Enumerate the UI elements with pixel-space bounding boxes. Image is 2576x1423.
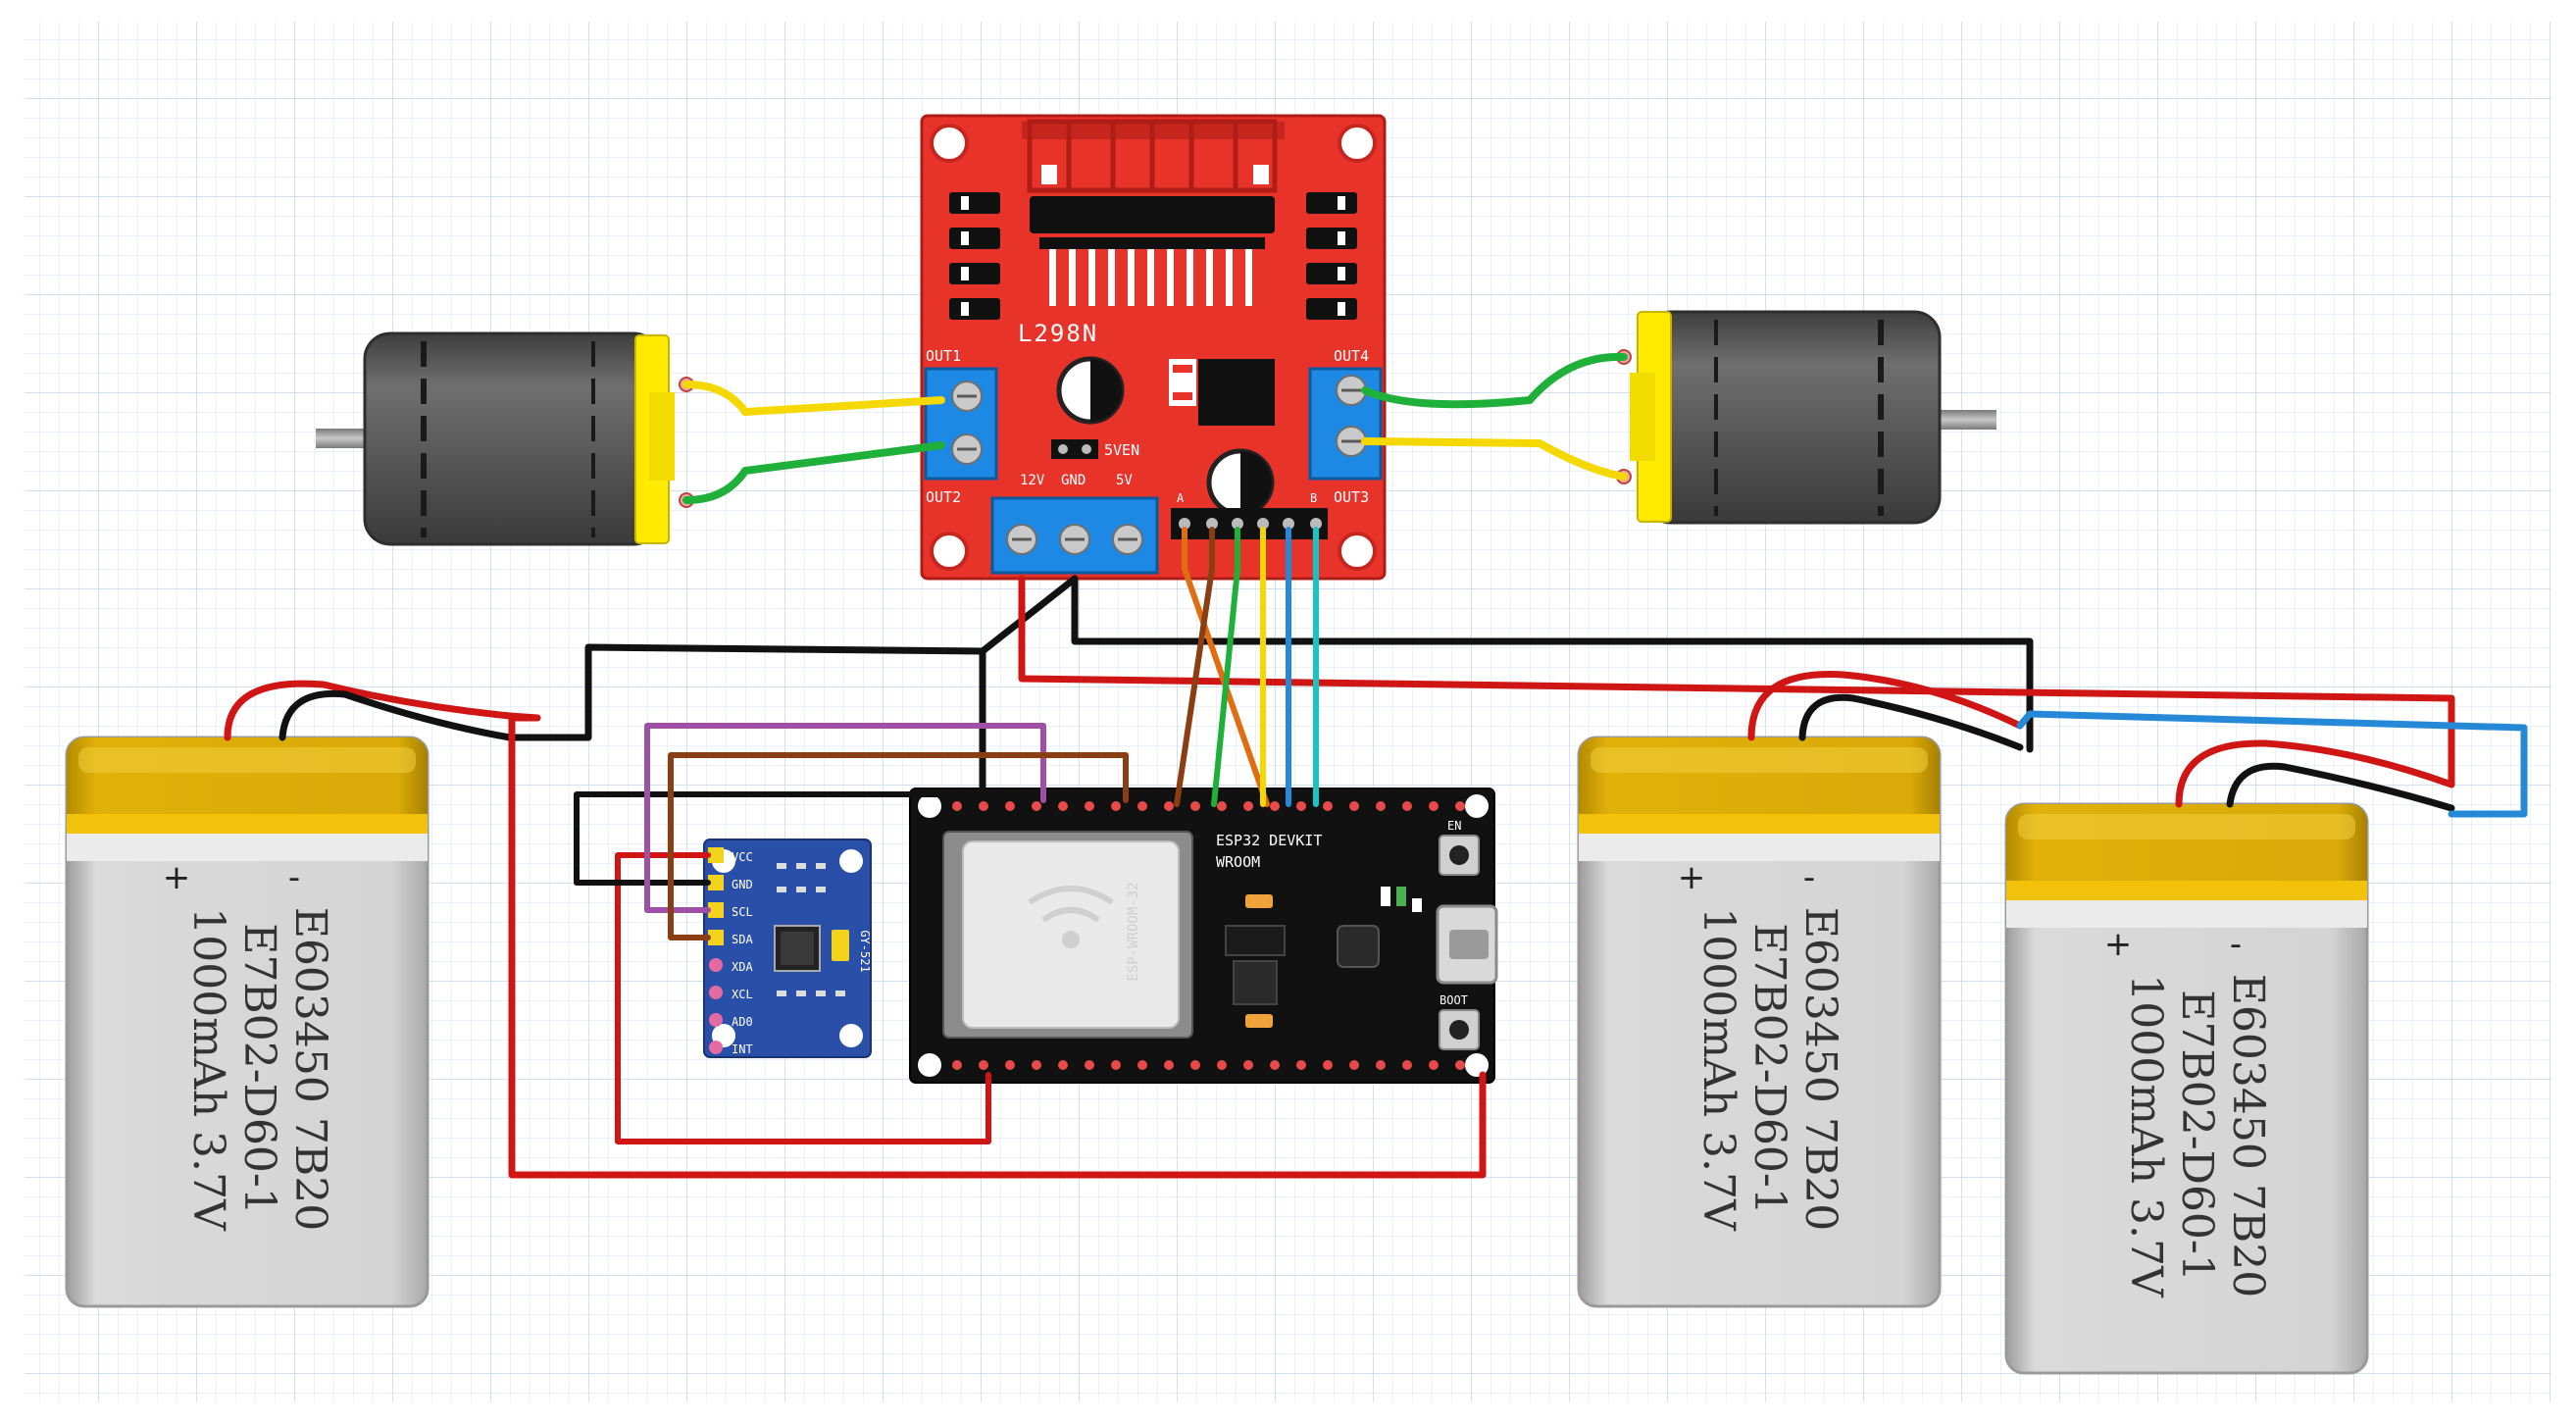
esp32-board-label-2: WROOM: [1216, 853, 1260, 871]
battery-3-label-2: E7B02-D60-1: [2172, 990, 2222, 1281]
battery-2: + - E603450 7B20 E7B02-D60-1 1000mAh 3.7…: [1577, 736, 1942, 1308]
battery-2-label-1: E603450 7B20: [1795, 907, 1845, 1231]
imu-pin-scl: SCL: [732, 905, 753, 919]
imu-pin-xda: XDA: [732, 960, 753, 974]
driver-terminal-out1-out2: [924, 367, 998, 481]
wire-black-imu-gnd: [574, 791, 985, 886]
battery-1-label-1: E603450 7B20: [285, 907, 335, 1231]
wifi-icon: [1028, 886, 1114, 948]
battery-1: + - E603450 7B20 E7B02-D60-1 1000mAh 3.7…: [65, 736, 429, 1308]
wire-purple-imu-scl: [644, 723, 1046, 913]
battery-3-label-1: E603450 7B20: [2223, 974, 2273, 1297]
battery-1-label-3: 1000mAh 3.7V: [183, 907, 233, 1232]
battery-2-red-lead: [1747, 671, 2024, 741]
driver-gnd-label: GND: [1061, 473, 1086, 488]
esp32-boot-button: [1439, 1009, 1480, 1050]
wire-blue-series-link: [2016, 710, 2528, 818]
wire-brown-imu-sda: [668, 752, 1129, 940]
l298n-driver: L298N OUT1 OUT2 OUT4 OUT3 5VEN 12V GND 5…: [920, 114, 1387, 581]
driver-5v-label: 5V: [1116, 473, 1133, 488]
driver-heatsink: [1022, 119, 1285, 306]
imu-gy521: VCC GND SCL SDA XDA XCL AD0 INT GY-521: [703, 839, 872, 1058]
wire-red-12v-batteries: [1018, 575, 2455, 788]
right-motor-shaft: [1930, 410, 1996, 430]
driver-out4-label: OUT4: [1334, 347, 1369, 365]
wire-black-battery1-driver: [533, 575, 1079, 741]
battery-3-minus: -: [2230, 925, 2242, 964]
imu-pin-int: INT: [732, 1042, 753, 1056]
driver-12v-label: 12V: [1020, 473, 1045, 488]
left-motor: [316, 331, 694, 546]
imu-board-label: GY-521: [858, 930, 872, 972]
driver-out3-label: OUT3: [1334, 488, 1369, 506]
right-motor-wires: [1361, 352, 1628, 481]
battery-1-label-2: E7B02-D60-1: [234, 923, 284, 1214]
usb-port-icon: [1436, 904, 1498, 985]
battery-1-black-lead: [278, 689, 541, 741]
driver-terminal-power: [990, 496, 1159, 575]
battery-3-plus: +: [2104, 925, 2133, 964]
driver-ena-label: A: [1177, 491, 1185, 505]
driver-out1-label: OUT1: [926, 347, 961, 365]
battery-2-black-lead: [1798, 693, 2024, 751]
left-motor-wires: [682, 381, 945, 504]
esp32-boot-label: BOOT: [1440, 993, 1468, 1007]
esp32-board-label-1: ESP32 DEVKIT: [1216, 832, 1322, 849]
driver-enb-label: B: [1310, 491, 1317, 505]
driver-input-header: [1171, 508, 1328, 539]
esp32-en-button: [1439, 835, 1480, 876]
driver-terminal-out3-out4: [1308, 367, 1383, 481]
right-motor: [1616, 310, 1996, 525]
imu-pins: [708, 847, 724, 945]
battery-1-plus: +: [163, 858, 191, 897]
battery-3-label-3: 1000mAh 3.7V: [2121, 974, 2171, 1298]
wire-red-battery1-esp32: [508, 714, 1487, 1179]
esp32-module-label: ESP-WROOM-32: [1126, 882, 1141, 981]
esp32-devkit: ESP-WROOM-32 ESP32 DEVKIT WROOM EN BOOT: [909, 788, 1498, 1084]
battery-1-red-lead: [224, 680, 541, 741]
imu-pin-xcl: XCL: [732, 988, 753, 1001]
battery-2-label-2: E7B02-D60-1: [1744, 923, 1794, 1214]
driver-input-wires: [1174, 527, 1319, 807]
battery-1-minus: -: [288, 858, 300, 897]
battery-2-minus: -: [1803, 858, 1815, 897]
battery-3: + - E603450 7B20 E7B02-D60-1 1000mAh 3.7…: [2004, 802, 2369, 1375]
driver-chip-label: L298N: [1018, 320, 1098, 347]
battery-3-red-lead: [2175, 739, 2455, 808]
battery-3-black-lead: [2226, 762, 2455, 812]
battery-2-plus: +: [1678, 858, 1706, 897]
imu-pin-gnd: GND: [732, 878, 753, 891]
driver-5ven-label: 5VEN: [1104, 441, 1139, 459]
imu-pin-vcc: VCC: [732, 850, 753, 864]
battery-2-label-3: 1000mAh 3.7V: [1693, 907, 1743, 1232]
esp32-top-pins: [952, 801, 1465, 811]
esp32-en-label: EN: [1447, 819, 1461, 833]
imu-pin-ad0: AD0: [732, 1015, 753, 1029]
esp32-bottom-pins: [952, 1060, 1465, 1070]
imu-pin-sda: SDA: [732, 933, 753, 946]
driver-out2-label: OUT2: [926, 488, 961, 506]
